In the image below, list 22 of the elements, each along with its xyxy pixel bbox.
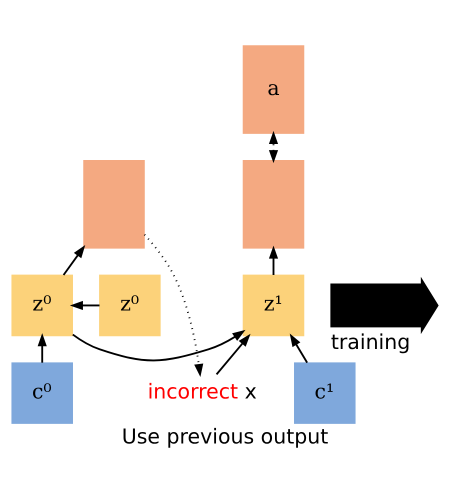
node-box: z⁰	[11, 274, 73, 336]
arrow	[72, 329, 246, 361]
node-box: z⁰	[99, 274, 161, 336]
arrow	[38, 332, 47, 362]
node-box: c¹	[294, 362, 356, 424]
arrow	[62, 244, 86, 276]
node-box	[242, 159, 304, 248]
node-label: incorrect	[148, 378, 238, 403]
arrow	[144, 233, 204, 377]
arrow	[268, 130, 278, 163]
arrow	[268, 245, 278, 274]
arrow	[216, 333, 251, 374]
node-box: a	[242, 44, 304, 134]
arrow	[290, 333, 308, 363]
node-arrow	[330, 276, 439, 334]
node-box: z¹	[242, 274, 304, 336]
node-text: x	[244, 378, 257, 403]
node-label: training	[330, 329, 410, 354]
node-box: c⁰	[11, 362, 73, 424]
caption: Use previous output	[122, 424, 328, 448]
node-box	[83, 159, 145, 248]
arrow	[70, 300, 100, 310]
